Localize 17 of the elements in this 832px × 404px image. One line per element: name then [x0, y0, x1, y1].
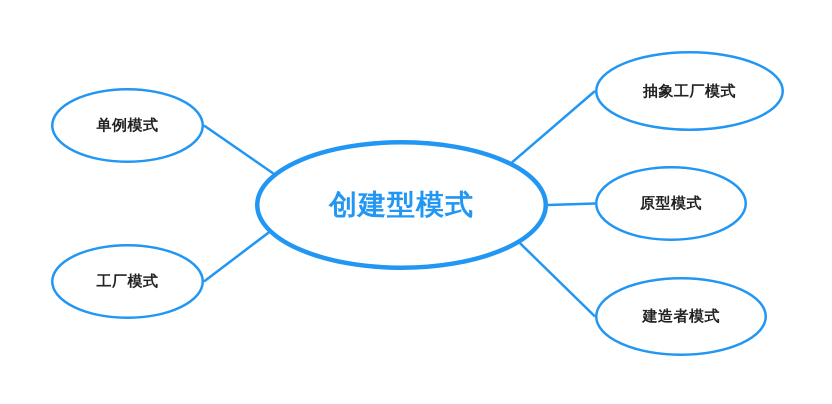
topic-ellipse — [595, 166, 747, 241]
central-topic-ellipse — [255, 140, 548, 270]
connector-line — [511, 90, 596, 164]
topic-ellipse — [595, 277, 767, 356]
topic-label: 原型模式 — [640, 194, 702, 213]
topic-label: 抽象工厂模式 — [643, 82, 736, 100]
topic-label: 单例模式 — [96, 116, 158, 135]
topic-ellipse — [51, 88, 204, 163]
topic-label: 工厂模式 — [96, 272, 158, 291]
connector-line — [203, 124, 274, 175]
connector-line — [519, 242, 596, 318]
central-topic-label: 创建型模式 — [329, 187, 474, 223]
topic-ellipse — [595, 51, 784, 131]
connector-line — [548, 202, 596, 206]
topic-label: 建造者模式 — [642, 307, 720, 326]
topic-ellipse — [51, 244, 204, 319]
connector-line — [203, 231, 270, 282]
